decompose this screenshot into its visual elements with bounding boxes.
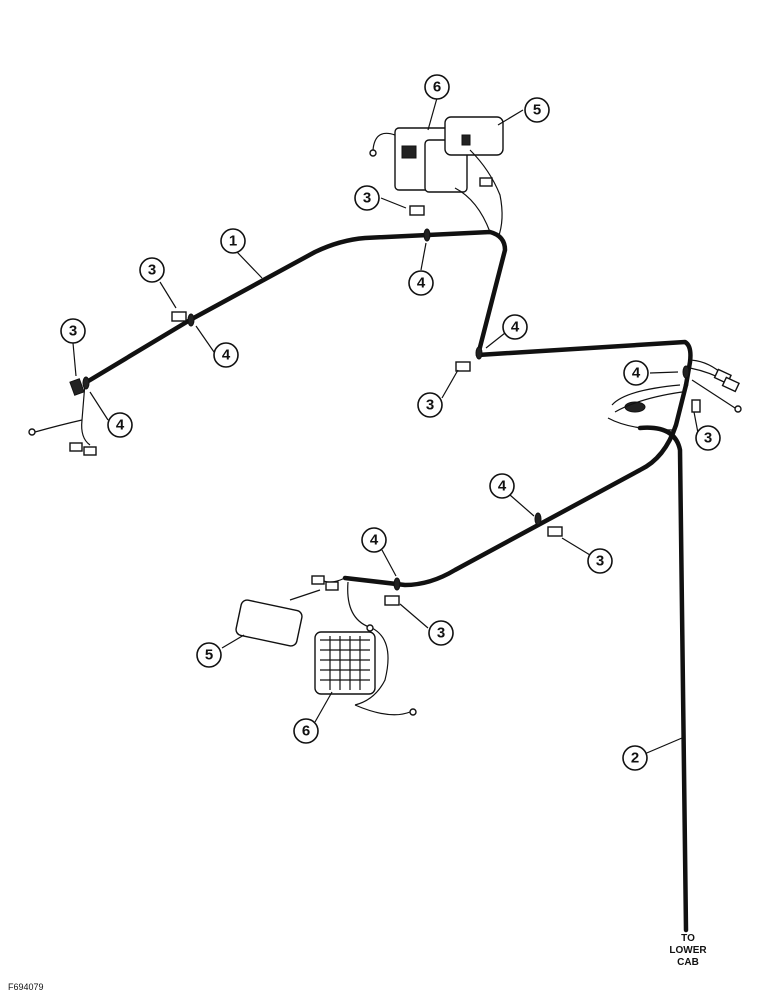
- harness-lower: [342, 382, 689, 588]
- callout-3-lower-right: 3: [587, 548, 613, 574]
- callout-3-center: 3: [417, 392, 443, 418]
- callout-4-left: 4: [107, 412, 133, 438]
- callout-4-top-label: 4: [417, 275, 426, 292]
- destination-line-1: TO: [681, 933, 695, 944]
- callout-5-lower-label: 5: [205, 647, 213, 664]
- callout-3-top-label: 3: [363, 190, 371, 207]
- figure-id: F694079: [8, 982, 44, 992]
- callout-4-lower-center-label: 4: [370, 532, 379, 549]
- left-end-connectors: [28, 382, 97, 456]
- callout-2-label: 2: [631, 750, 639, 767]
- callout-4-lower-right-label: 4: [498, 478, 507, 495]
- callout-6-lower: 6: [293, 718, 319, 744]
- callout-3-center-label: 3: [426, 397, 434, 414]
- callout-4-center: 4: [502, 314, 528, 340]
- leader-lines: [72, 97, 699, 759]
- right-junction-connectors: [607, 359, 742, 431]
- callout-3-upper-left: 3: [139, 257, 165, 283]
- clips: [69, 205, 701, 606]
- callout-3-lower-center-label: 3: [437, 625, 445, 642]
- callout-3-lower-right-label: 3: [596, 553, 604, 570]
- callout-6-upper-label: 6: [433, 79, 441, 96]
- harness-to-lower-cab: [637, 425, 689, 933]
- callout-4-right: 4: [623, 360, 649, 386]
- callout-2: 2: [622, 745, 648, 771]
- callout-5-upper-label: 5: [533, 102, 541, 119]
- callout-4-center-label: 4: [511, 319, 520, 336]
- callout-5-lower: 5: [196, 642, 222, 668]
- callout-3-left: 3: [60, 318, 86, 344]
- callout-4-upper-left: 4: [213, 342, 239, 368]
- callout-1-label: 1: [229, 233, 237, 250]
- callout-3-right: 3: [695, 425, 721, 451]
- callout-4-right-label: 4: [632, 365, 641, 382]
- destination-label: TO LOWER CAB: [669, 933, 707, 968]
- destination-line-2: LOWER: [669, 945, 707, 956]
- callout-4-upper-left-label: 4: [222, 347, 231, 364]
- callout-3-right-label: 3: [704, 430, 712, 447]
- callout-4-top: 4: [408, 270, 434, 296]
- callout-5-upper: 5: [524, 97, 550, 123]
- harness-main: [82, 229, 693, 388]
- callout-4-lower-right: 4: [489, 473, 515, 499]
- destination-line-3: CAB: [677, 957, 699, 968]
- callout-3-top: 3: [354, 185, 380, 211]
- callout-4-left-label: 4: [116, 417, 125, 434]
- callout-6-lower-label: 6: [302, 723, 310, 740]
- grille-pattern: [320, 636, 370, 690]
- ties: [82, 228, 690, 591]
- callout-6-upper: 6: [424, 74, 450, 100]
- lower-light-cluster: [235, 575, 417, 716]
- callout-3-lower-center: 3: [428, 620, 454, 646]
- upper-light-cluster: [369, 116, 504, 239]
- callout-4-lower-center: 4: [361, 527, 387, 553]
- callout-3-upper-left-label: 3: [148, 262, 156, 279]
- callout-1: 1: [220, 228, 246, 254]
- callout-3-left-label: 3: [69, 323, 77, 340]
